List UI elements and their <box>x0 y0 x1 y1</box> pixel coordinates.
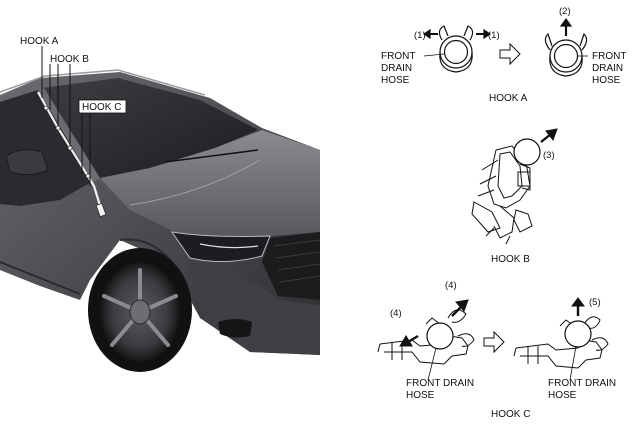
hook-c-step-pull: (5) <box>589 297 601 308</box>
hook-c-hose-label-left-2: HOSE <box>406 390 435 401</box>
hook-b-step: (3) <box>543 150 555 161</box>
hook-c-step-left: (4) <box>390 308 402 319</box>
roof-edge <box>0 69 206 96</box>
hook-a-hose-label-left-2: DRAIN <box>381 63 412 74</box>
callout-box-a <box>18 34 64 46</box>
wiper <box>164 149 259 163</box>
hook-a-clip-right <box>544 32 588 77</box>
hook-c-caption: HOOK C <box>491 409 530 420</box>
hook-c-hose-label-right-1: FRONT DRAIN <box>548 378 616 389</box>
hook-a-hose-label-right-2: DRAIN <box>592 63 623 74</box>
car-illustration <box>0 69 321 372</box>
callout-hook-c: HOOK C <box>82 102 121 113</box>
hook-c-bracket-left <box>377 309 475 365</box>
side-window <box>0 90 95 206</box>
drain-hose-path <box>37 91 104 213</box>
callout-hook-a: HOOK A <box>20 36 59 47</box>
fog-lamp <box>218 319 252 338</box>
grille-slats <box>273 239 321 283</box>
hook-a-step-left: (1) <box>414 30 426 41</box>
hook-b-caption: HOOK B <box>491 254 530 265</box>
panel-hook-c <box>377 297 609 381</box>
panel-hook-a <box>422 17 588 77</box>
hook-markers <box>43 105 107 218</box>
side-sill <box>0 261 81 295</box>
hood-crease <box>129 159 261 206</box>
hook-a-step-right: (1) <box>488 30 500 41</box>
hook-c-hose-label-left-1: FRONT DRAIN <box>406 378 474 389</box>
hook-a-clip-left <box>438 25 474 73</box>
hook-a-caption: HOOK A <box>489 93 528 104</box>
hook-a-hose-label-right-3: HOSE <box>592 75 621 86</box>
hook-a-step-pull: (2) <box>559 6 571 17</box>
front-wheel <box>88 248 192 372</box>
callout-hook-b: HOOK B <box>50 54 89 65</box>
hook-c-hose-label-right-2: HOSE <box>548 390 577 401</box>
grille <box>262 232 320 300</box>
side-mirror <box>5 149 49 176</box>
hood <box>100 130 320 240</box>
panel-hook-b <box>471 128 558 245</box>
headlamp-strip <box>199 243 259 249</box>
a-pillar <box>38 88 100 182</box>
hook-a-hose-label-left-3: HOSE <box>381 75 410 86</box>
callout-box-c <box>78 99 127 114</box>
hook-c-bracket-right <box>513 316 609 369</box>
callout-box-b <box>47 52 93 64</box>
hook-c-step-top: (4) <box>445 280 457 291</box>
hook-a-hose-label-left-1: FRONT <box>381 51 415 62</box>
hook-a-hose-label-right-1: FRONT <box>592 51 626 62</box>
